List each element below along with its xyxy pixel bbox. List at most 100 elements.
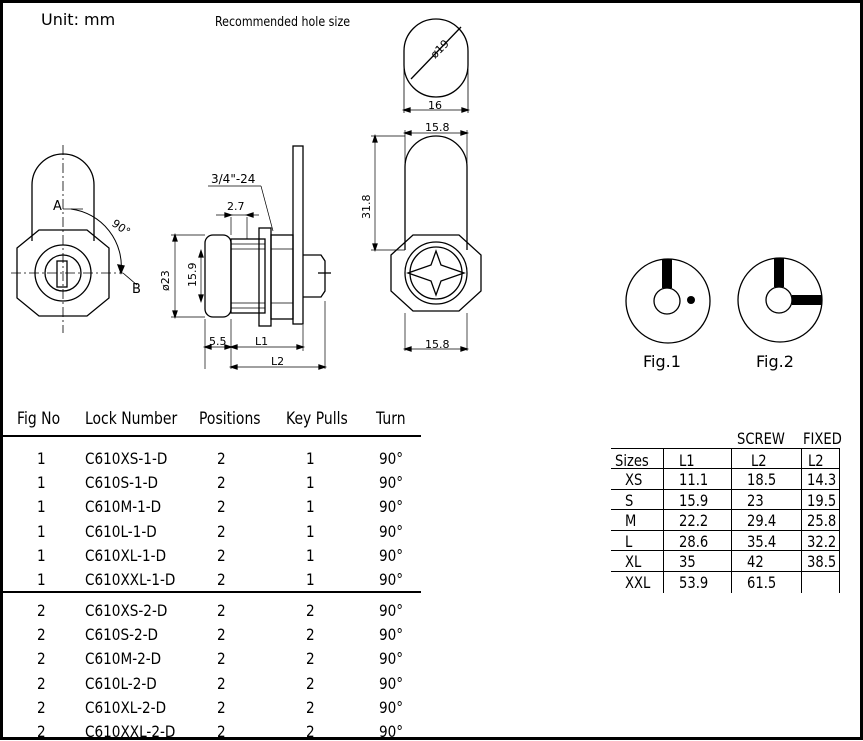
fig-no-cell: 2 — [37, 673, 46, 693]
size-grid-v1 — [663, 448, 664, 593]
l2-screw-cell: 29.4 — [747, 511, 777, 530]
fig-no-cell: 1 — [37, 473, 46, 493]
size-table-rule-top — [611, 448, 840, 449]
lock-number-cell: C610XXL-2-D — [85, 722, 176, 741]
size-cell: XS — [625, 470, 643, 489]
label-a: A — [53, 199, 62, 214]
l2-fixed-cell: 32.2 — [807, 531, 837, 551]
positions-cell: 2 — [217, 545, 226, 565]
size-grid-v2 — [731, 448, 732, 593]
l2-fixed-cell: 25.8 — [807, 511, 837, 530]
positions-cell: 2 — [217, 625, 226, 645]
col-turn: Turn — [376, 409, 406, 429]
size-row-rule — [611, 570, 840, 572]
lock-number-cell: C610XL-2-D — [85, 697, 167, 717]
key-pulls-cell: 1 — [306, 545, 315, 565]
l1-cell: 53.9 — [679, 572, 709, 592]
l1-cell: 15.9 — [679, 490, 709, 510]
l2-fixed-cell: 38.5 — [807, 552, 837, 571]
fig-no-cell: 1 — [37, 545, 46, 565]
key-pulls-cell: 1 — [306, 449, 315, 468]
fig-no-cell: 1 — [37, 521, 46, 541]
turn-cell: 90° — [379, 545, 404, 565]
turn-cell: 90° — [379, 625, 404, 645]
lock-number-cell: C610L-1-D — [85, 521, 157, 541]
l2-screw-cell: 42 — [747, 552, 764, 571]
lock-number-cell: C610XS-2-D — [85, 601, 168, 620]
lock-table: Fig No Lock Number Positions Key Pulls T… — [3, 403, 443, 741]
hole-size-title: Recommended hole size — [215, 15, 351, 30]
positions-cell: 2 — [217, 649, 226, 669]
l2-screw-cell: 35.4 — [747, 531, 777, 551]
super-header-fixed: FIXED — [803, 429, 842, 448]
fig-no-cell: 2 — [37, 601, 46, 620]
l2-screw-cell: 23 — [747, 490, 764, 510]
dim-23: ø23 — [159, 270, 172, 291]
lock-table-rule-mid — [3, 591, 421, 593]
label-b: B — [132, 282, 141, 297]
lock-table-rule-top — [3, 435, 421, 437]
fig-no-cell: 2 — [37, 625, 46, 645]
rear-view — [371, 130, 482, 352]
key-pulls-cell: 2 — [306, 673, 315, 693]
lock-technical-drawing: ø19 16 15.8 31.8 15.8 3/4"-24 2.7 ø23 15… — [11, 18, 823, 370]
dim-l2: L2 — [271, 355, 284, 368]
key-pulls-cell: 1 — [306, 497, 315, 517]
positions-cell: 2 — [217, 697, 226, 717]
recommended-hole-view — [401, 18, 471, 113]
key-pulls-cell: 2 — [306, 697, 315, 717]
col-fig-no: Fig No — [17, 409, 61, 429]
fig-no-cell: 1 — [37, 570, 46, 589]
lock-number-cell: C610S-1-D — [85, 473, 159, 493]
key-pulls-cell: 2 — [306, 649, 315, 669]
lock-number-cell: C610M-2-D — [85, 649, 162, 669]
size-row-rule — [611, 468, 840, 469]
size-header-l1: L1 — [679, 451, 695, 470]
dim-159: 15.9 — [186, 263, 199, 288]
lock-number-cell: C610S-2-D — [85, 625, 159, 645]
l1-cell: 28.6 — [679, 531, 709, 551]
positions-cell: 2 — [217, 473, 226, 493]
fig1-diagram — [625, 258, 711, 344]
size-row-rule — [611, 529, 840, 531]
turn-cell: 90° — [379, 722, 404, 741]
unit-label: Unit: mm — [41, 10, 116, 29]
fig-no-cell: 2 — [37, 722, 46, 741]
col-lock-number: Lock Number — [85, 409, 178, 429]
positions-cell: 2 — [217, 601, 226, 620]
positions-cell: 2 — [217, 521, 226, 541]
size-grid-v3 — [801, 448, 802, 593]
key-pulls-cell: 1 — [306, 521, 315, 541]
turn-cell: 90° — [379, 473, 404, 493]
lock-number-cell: C610XS-1-D — [85, 449, 168, 468]
turn-cell: 90° — [379, 570, 404, 589]
size-row-rule — [611, 550, 840, 551]
fig-no-cell: 2 — [37, 649, 46, 669]
turn-cell: 90° — [379, 497, 404, 517]
size-cell: M — [625, 511, 637, 530]
size-grid-right — [839, 448, 840, 593]
turn-cell: 90° — [379, 449, 404, 468]
dim-width-bottom: 15.8 — [425, 338, 450, 351]
fig1-label: Fig.1 — [643, 352, 681, 371]
fig-no-cell: 1 — [37, 497, 46, 517]
dim-hole-width: 16 — [428, 99, 442, 112]
l1-cell: 35 — [679, 552, 696, 571]
super-header-screw: SCREW — [737, 429, 785, 448]
fig-no-cell: 1 — [37, 449, 46, 468]
l2-screw-cell: 18.5 — [747, 470, 777, 489]
lock-number-cell: C610XL-1-D — [85, 545, 167, 565]
lock-number-cell: C610L-2-D — [85, 673, 157, 693]
turn-cell: 90° — [379, 697, 404, 717]
size-header-l2-screw: L2 — [751, 451, 767, 470]
dim-55: 5.5 — [209, 335, 227, 348]
key-pulls-cell: 1 — [306, 570, 315, 589]
turn-cell: 90° — [379, 673, 404, 693]
l1-cell: 22.2 — [679, 511, 709, 530]
fig2-diagram — [737, 257, 823, 343]
l2-screw-cell: 61.5 — [747, 572, 777, 592]
turn-cell: 90° — [379, 521, 404, 541]
dim-width-top: 15.8 — [425, 121, 450, 134]
